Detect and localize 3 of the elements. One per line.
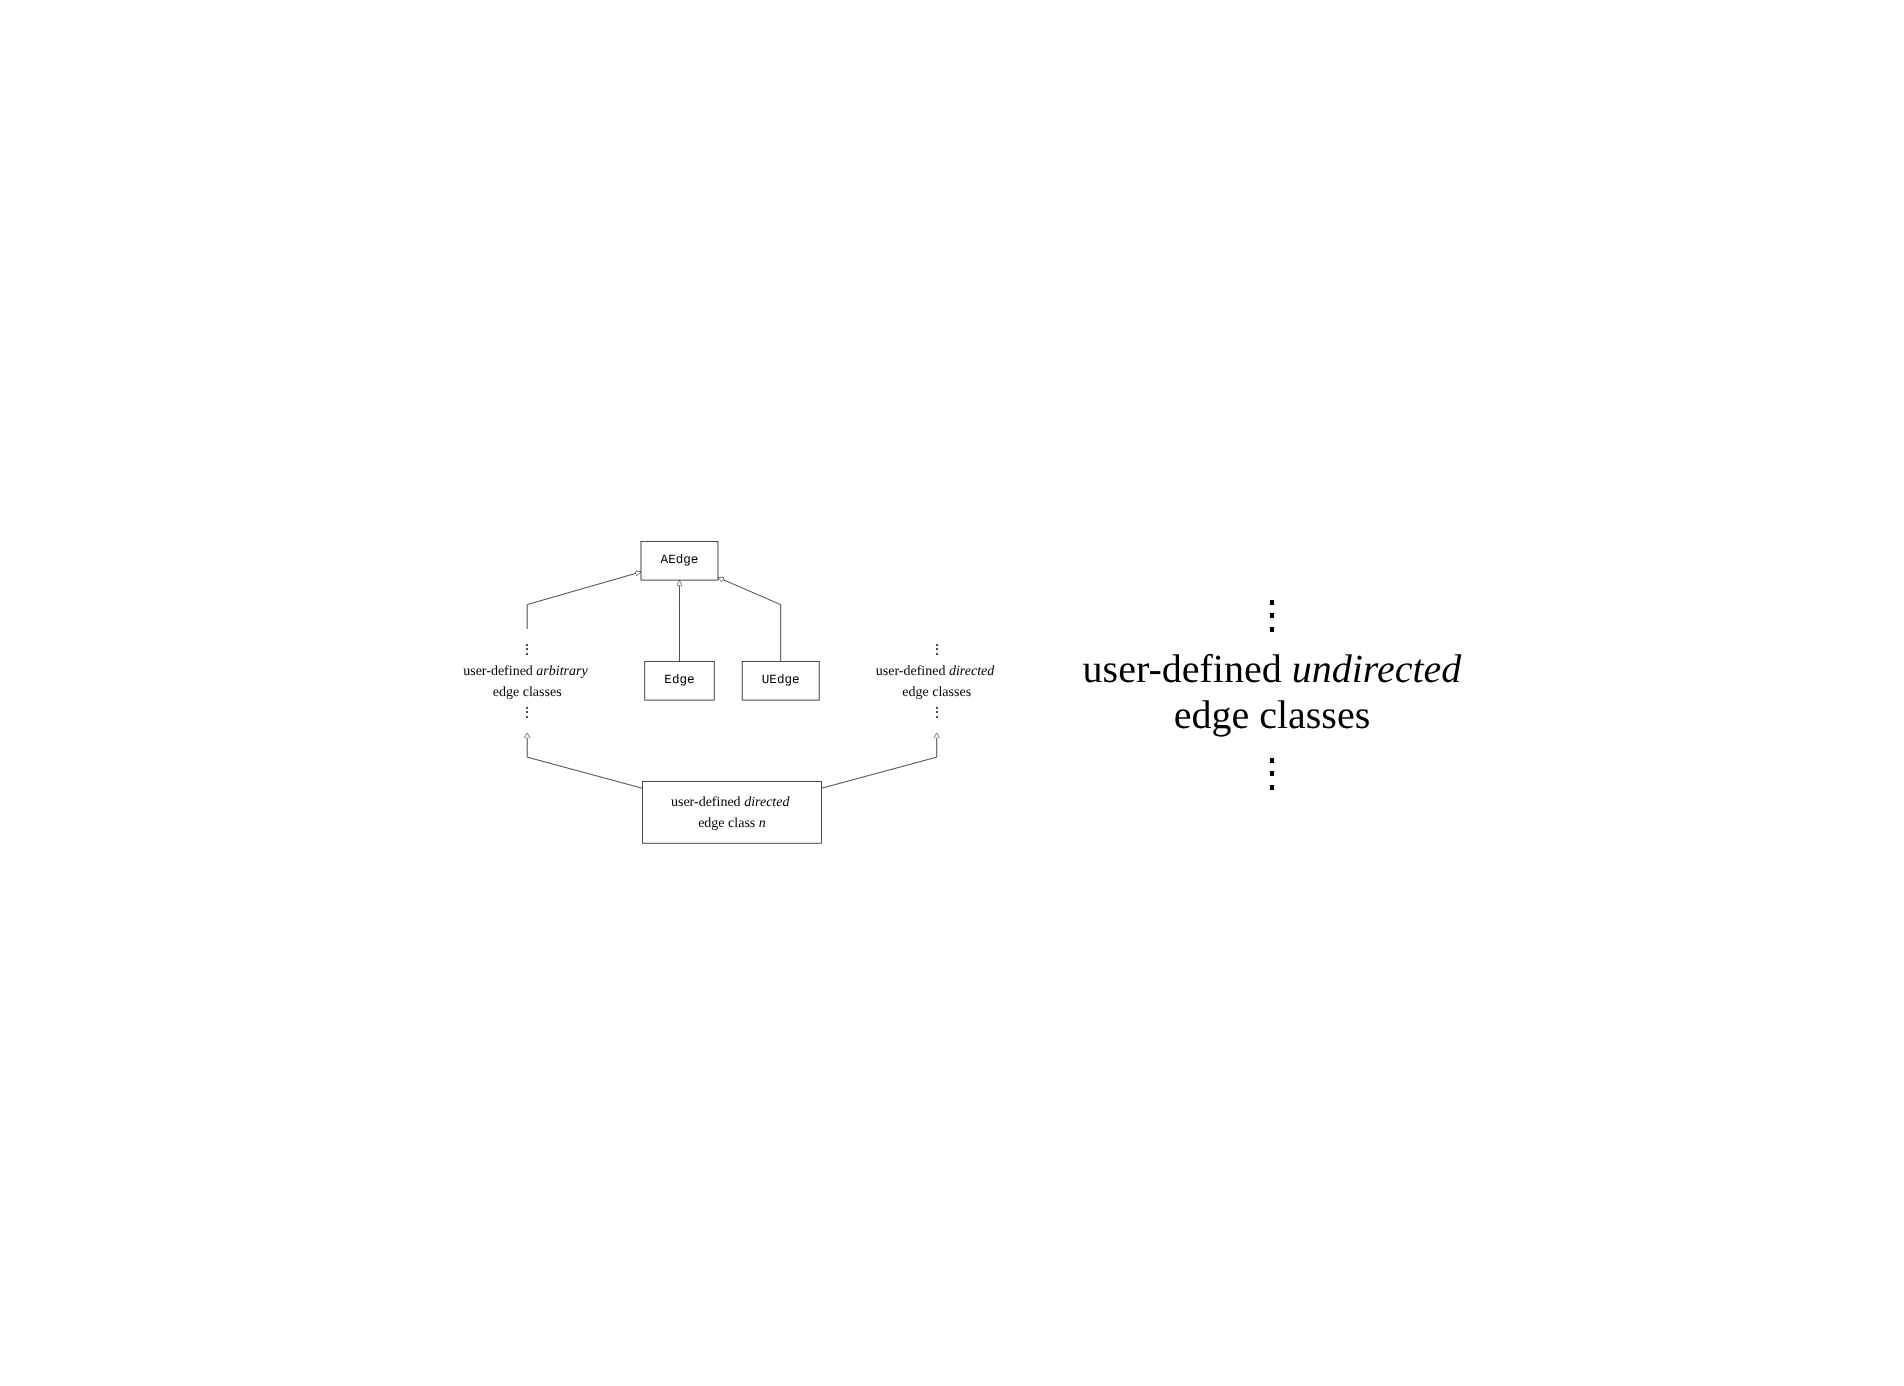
note-text: user-defined undirected edge classes [1080, 647, 1464, 739]
note-text: ⋮ [1251, 749, 1292, 797]
note-text: ⋮ [1251, 591, 1292, 639]
